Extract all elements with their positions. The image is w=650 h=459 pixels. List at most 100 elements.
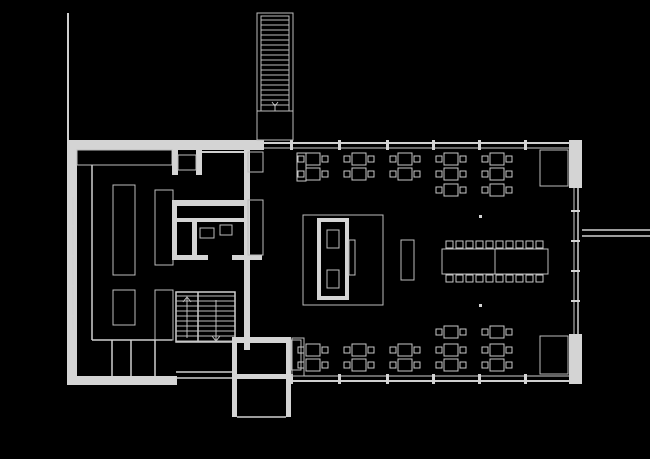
chair [435, 170, 443, 178]
chair [481, 346, 489, 354]
table [443, 358, 459, 372]
table [351, 152, 367, 166]
chair [465, 240, 474, 249]
chair [459, 186, 467, 194]
mullion [70, 255, 75, 257]
chair [413, 155, 421, 163]
mullion [70, 285, 75, 287]
table [305, 152, 321, 166]
chair [481, 361, 489, 369]
chair [367, 346, 375, 354]
table [305, 167, 321, 181]
mullion [478, 140, 481, 150]
chair [505, 155, 513, 163]
chair [343, 361, 351, 369]
dining-tables-north [296, 152, 513, 197]
chair [485, 274, 494, 283]
chair [389, 155, 397, 163]
chair [389, 361, 397, 369]
mullion [70, 315, 75, 317]
interior-stair [175, 291, 236, 379]
chair [505, 361, 513, 369]
chair [389, 170, 397, 178]
chair [321, 155, 329, 163]
chair [435, 155, 443, 163]
chair [481, 170, 489, 178]
column [479, 304, 482, 307]
down-arrow-icon [271, 101, 279, 107]
chair [459, 170, 467, 178]
chair [297, 155, 305, 163]
table [397, 152, 413, 166]
chair [321, 346, 329, 354]
mullion [290, 374, 293, 384]
chair [515, 240, 524, 249]
table [489, 183, 505, 197]
chair [459, 328, 467, 336]
entry-vestibule [232, 337, 302, 418]
chair [505, 274, 514, 283]
mullion [70, 195, 75, 197]
mullion [386, 140, 389, 150]
table [443, 183, 459, 197]
table [305, 343, 321, 357]
table [489, 325, 505, 339]
mullion [338, 140, 341, 150]
chair [321, 170, 329, 178]
mullion [290, 140, 293, 150]
chair [367, 170, 375, 178]
chair [435, 328, 443, 336]
bench [296, 152, 307, 182]
chair [367, 361, 375, 369]
chair [525, 274, 534, 283]
chair [435, 346, 443, 354]
mullion [478, 374, 481, 384]
chair [481, 186, 489, 194]
corner-benches [291, 149, 569, 377]
mullion [571, 210, 580, 212]
chair [495, 240, 504, 249]
table [489, 152, 505, 166]
mullion [524, 140, 527, 150]
table [443, 167, 459, 181]
mullion [432, 140, 435, 150]
communal-table [441, 240, 549, 283]
chair [525, 240, 534, 249]
mullion [386, 374, 389, 384]
mullion [432, 374, 435, 384]
table [397, 167, 413, 181]
central-counter [302, 214, 384, 306]
mullion [571, 270, 580, 272]
chair [505, 346, 513, 354]
east-rail [582, 229, 650, 237]
chair [535, 240, 544, 249]
chair [367, 155, 375, 163]
chair [459, 361, 467, 369]
table [443, 343, 459, 357]
chair [465, 274, 474, 283]
chair [413, 346, 421, 354]
chair [343, 346, 351, 354]
mullion [571, 240, 580, 242]
table [489, 358, 505, 372]
glazing-lines [72, 142, 579, 382]
chair [343, 155, 351, 163]
chair [435, 186, 443, 194]
chair [535, 274, 544, 283]
chair [435, 361, 443, 369]
table [443, 152, 459, 166]
chair [505, 170, 513, 178]
table [397, 343, 413, 357]
chair [505, 328, 513, 336]
table [397, 358, 413, 372]
mullion [70, 225, 75, 227]
chair [321, 361, 329, 369]
washroom-block [172, 151, 264, 260]
dining-tables-south [297, 325, 513, 372]
chair [413, 361, 421, 369]
chair [475, 240, 484, 249]
table [443, 325, 459, 339]
table [351, 167, 367, 181]
mullion [524, 374, 527, 384]
